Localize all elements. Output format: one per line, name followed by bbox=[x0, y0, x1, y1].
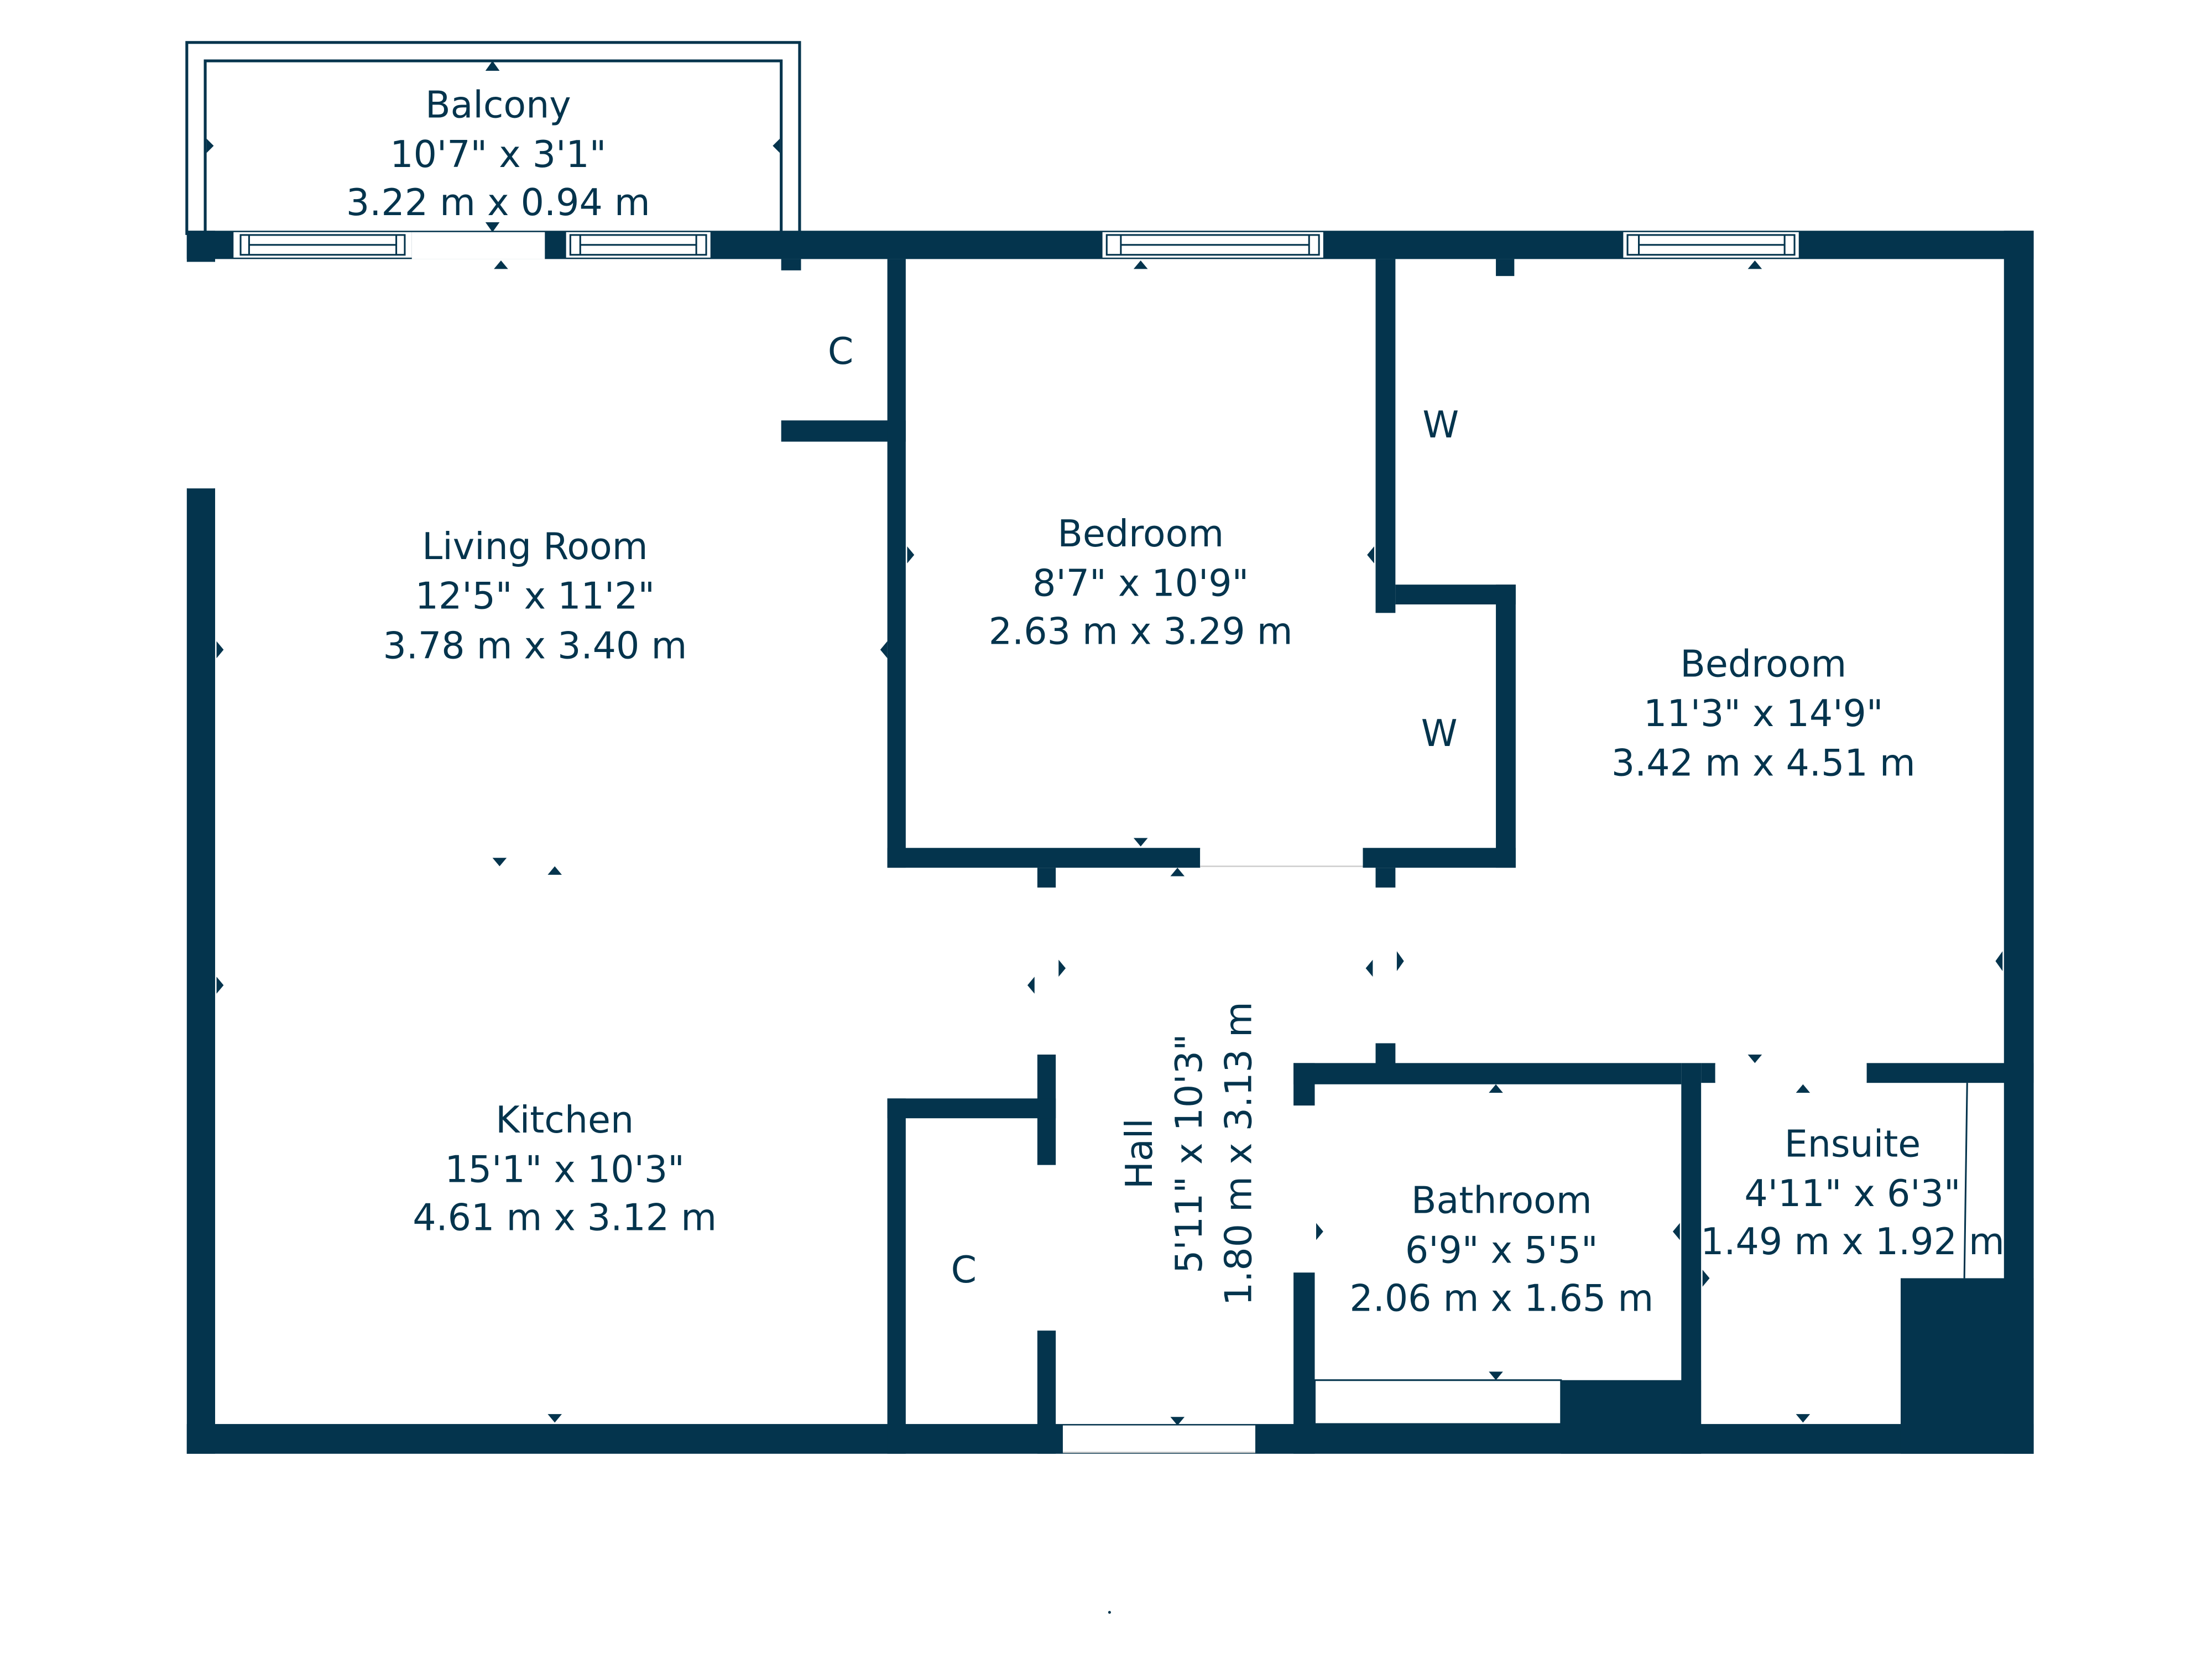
room-label-bedroom-1: Bedroom 8'7" x 10'9" 2.63 m x 3.29 m bbox=[989, 512, 1293, 653]
room-imperial: 8'7" x 10'9" bbox=[1032, 562, 1249, 605]
left-wall-opening bbox=[188, 262, 214, 489]
room-name: Hall bbox=[1118, 1118, 1161, 1189]
room-name: Bathroom bbox=[1411, 1179, 1592, 1222]
room-label-ensuite: Ensuite 4'11" x 6'3" 1.49 m x 1.92 m bbox=[1700, 1122, 2005, 1263]
door-openings bbox=[1062, 849, 1867, 1453]
shower-screen bbox=[1963, 1083, 1968, 1279]
wardrobe-label: W bbox=[1421, 712, 1458, 755]
room-metric: 1.49 m x 1.92 m bbox=[1700, 1220, 2005, 1263]
dimension-markers bbox=[206, 61, 2003, 1426]
room-metric: 4.61 m x 3.12 m bbox=[413, 1196, 717, 1239]
room-imperial: 5'11" x 10'3" bbox=[1167, 1034, 1211, 1273]
marker-dot bbox=[1108, 1610, 1111, 1614]
room-metric: 3.42 m x 4.51 m bbox=[1611, 742, 1916, 785]
room-name: Ensuite bbox=[1785, 1122, 1921, 1165]
room-metric: 2.63 m x 3.29 m bbox=[989, 610, 1293, 653]
bathtub-outline bbox=[1313, 1379, 1562, 1425]
closet-label: C bbox=[828, 330, 853, 373]
top-windows bbox=[233, 232, 1799, 259]
closet-label: C bbox=[951, 1248, 977, 1291]
room-metric: 3.78 m x 3.40 m bbox=[383, 624, 687, 667]
room-name: Kitchen bbox=[495, 1098, 634, 1141]
room-imperial: 15'1" x 10'3" bbox=[445, 1147, 684, 1191]
room-label-living-room: Living Room 12'5" x 11'2" 3.78 m x 3.40 … bbox=[383, 525, 687, 667]
room-name: Bedroom bbox=[1057, 512, 1224, 555]
room-name: Living Room bbox=[422, 525, 648, 568]
room-label-hall: Hall 5'11" x 10'3" 1.80 m x 3.13 m bbox=[1118, 1001, 1260, 1306]
room-imperial: 11'3" x 14'9" bbox=[1644, 692, 1883, 735]
room-imperial: 10'7" x 3'1" bbox=[390, 133, 606, 176]
room-label-bathroom: Bathroom 6'9" x 5'5" 2.06 m x 1.65 m bbox=[1349, 1179, 1653, 1320]
room-imperial: 12'5" x 11'2" bbox=[415, 575, 655, 618]
room-imperial: 6'9" x 5'5" bbox=[1405, 1228, 1598, 1271]
room-imperial: 4'11" x 6'3" bbox=[1744, 1172, 1960, 1215]
exterior-walls bbox=[186, 231, 2034, 1454]
room-metric: 1.80 m x 3.13 m bbox=[1217, 1001, 1260, 1306]
room-metric: 2.06 m x 1.65 m bbox=[1349, 1276, 1653, 1319]
room-name: Bedroom bbox=[1680, 643, 1846, 686]
room-metric: 3.22 m x 0.94 m bbox=[346, 181, 650, 224]
interior-walls bbox=[781, 259, 2034, 1454]
room-name: Balcony bbox=[425, 83, 571, 126]
room-label-bedroom-2: Bedroom 11'3" x 14'9" 3.42 m x 4.51 m bbox=[1611, 643, 1916, 785]
wardrobe-label: W bbox=[1422, 403, 1459, 446]
room-label-balcony: Balcony 10'7" x 3'1" 3.22 m x 0.94 m bbox=[346, 83, 650, 224]
room-label-kitchen: Kitchen 15'1" x 10'3" 4.61 m x 3.12 m bbox=[413, 1098, 717, 1239]
